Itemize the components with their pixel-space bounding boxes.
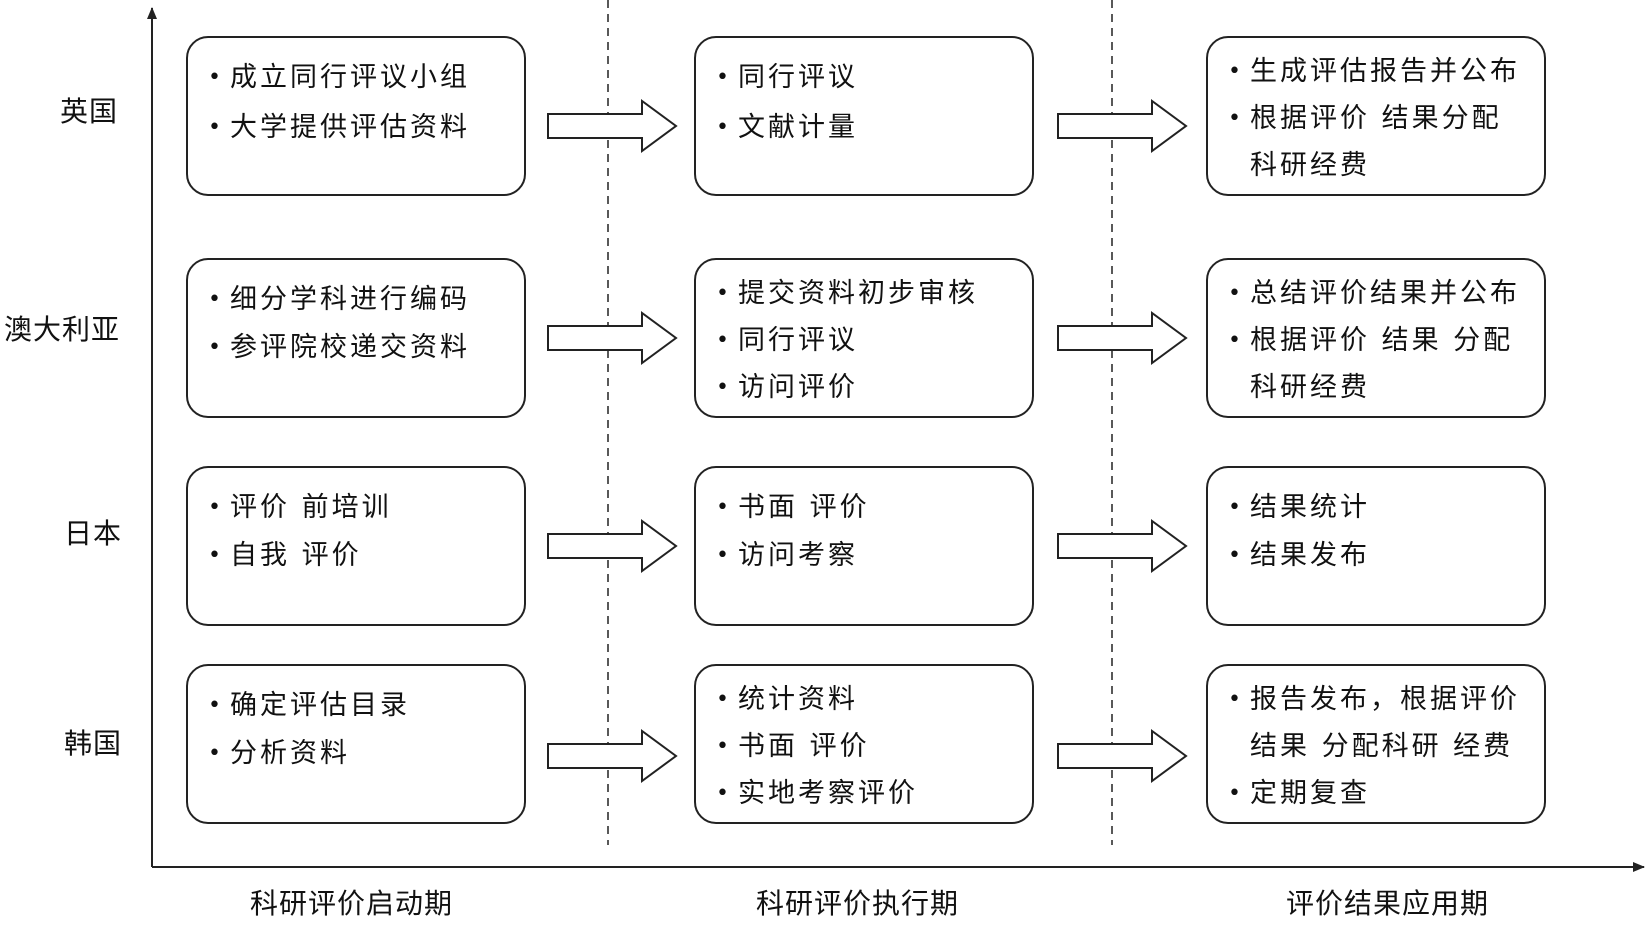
arrow-execute-to-apply — [1057, 311, 1188, 365]
process-box-apply: • 结果统计 • 结果发布 — [1206, 466, 1546, 626]
process-box-start: • 确定评估目录 • 分析资料 — [186, 664, 526, 824]
box-item-text: 生成评估报告并公布 — [1250, 56, 1520, 87]
bullet-icon: • — [208, 115, 221, 140]
country-label-uk: 英国 — [60, 95, 119, 128]
process-box-execute: • 同行评议 • 文献计量 — [694, 36, 1034, 196]
box-item-text: 确定评估目录 — [230, 690, 410, 721]
box-item-text: 细分学科进行编码 — [230, 284, 470, 315]
box-item-text: 结果统计 — [1250, 492, 1370, 523]
bullet-icon: • — [208, 335, 221, 360]
bullet-icon: • — [1228, 59, 1241, 84]
box-item-text: 参评院校递交资料 — [230, 332, 470, 363]
bullet-icon: • — [716, 375, 729, 400]
box-item-text: 根据评价 结果分配 — [1250, 103, 1502, 134]
box-item-text: 书面 评价 — [738, 492, 870, 523]
country-label-korea: 韩国 — [64, 727, 123, 760]
bullet-icon: • — [1228, 328, 1241, 353]
bullet-icon: • — [1228, 543, 1241, 568]
bullet-icon: • — [208, 495, 221, 520]
box-item-text: 分析资料 — [230, 738, 350, 769]
bullet-icon: • — [208, 693, 221, 718]
box-item-text: 自我 评价 — [230, 540, 362, 571]
bullet-icon: • — [716, 734, 729, 759]
arrow-execute-to-apply — [1057, 99, 1188, 153]
bullet-icon: • — [716, 328, 729, 353]
box-item-text: 结果发布 — [1250, 540, 1370, 571]
box-item-text: 提交资料初步审核 — [738, 278, 978, 309]
arrow-execute-to-apply — [1057, 519, 1188, 573]
bullet-icon: • — [716, 495, 729, 520]
box-item-text: 定期复查 — [1250, 778, 1370, 809]
box-item-text: 访问考察 — [738, 540, 858, 571]
box-item-text: 文献计量 — [738, 112, 858, 143]
bullet-icon: • — [716, 781, 729, 806]
box-item-text: 同行评议 — [738, 62, 858, 93]
box-item-text: 结果 分配科研 经费 — [1250, 731, 1514, 762]
bullet-icon: • — [208, 741, 221, 766]
bullet-icon: • — [208, 543, 221, 568]
flow-arrows — [547, 99, 1188, 783]
process-box-start: • 细分学科进行编码 • 参评院校递交资料 — [186, 258, 526, 418]
process-box-apply: • 报告发布，根据评价结果 分配科研 经费 • 定期复查 — [1206, 664, 1546, 824]
arrow-start-to-execute — [547, 729, 678, 783]
box-item-text: 统计资料 — [738, 684, 858, 715]
process-box-start: • 成立同行评议小组 • 大学提供评估资料 — [186, 36, 526, 196]
phase-label-apply: 评价结果应用期 — [1286, 887, 1490, 920]
box-item-text: 访问评价 — [738, 372, 858, 403]
box-item-text: 科研经费 — [1250, 150, 1370, 181]
process-box-execute: • 统计资料 • 书面 评价 • 实地考察评价 — [694, 664, 1034, 824]
bullet-icon: • — [716, 687, 729, 712]
phase-label-execute: 科研评价执行期 — [756, 887, 960, 920]
arrow-start-to-execute — [547, 519, 678, 573]
process-box-apply: • 总结评价结果并公布 • 根据评价 结果 分配科研经费 — [1206, 258, 1546, 418]
bullet-icon: • — [1228, 106, 1241, 131]
box-item-text: 科研经费 — [1250, 372, 1370, 403]
process-box-execute: • 提交资料初步审核 • 同行评议 • 访问评价 — [694, 258, 1034, 418]
arrow-execute-to-apply — [1057, 729, 1188, 783]
bullet-icon: • — [1228, 281, 1241, 306]
country-label-japan: 日本 — [64, 517, 123, 550]
box-item-text: 成立同行评议小组 — [230, 62, 470, 93]
phase-label-start: 科研评价启动期 — [250, 887, 454, 920]
box-item-text: 同行评议 — [738, 325, 858, 356]
box-item-text: 实地考察评价 — [738, 778, 918, 809]
process-box-apply: • 生成评估报告并公布 • 根据评价 结果分配科研经费 — [1206, 36, 1546, 196]
bullet-icon: • — [716, 281, 729, 306]
box-item-text: 书面 评价 — [738, 731, 870, 762]
bullet-icon: • — [208, 287, 221, 312]
box-item-text: 根据评价 结果 分配 — [1250, 325, 1514, 356]
box-item-text: 报告发布，根据评价 — [1250, 684, 1520, 715]
box-item-text: 大学提供评估资料 — [230, 112, 470, 143]
bullet-icon: • — [208, 65, 221, 90]
bullet-icon: • — [716, 543, 729, 568]
process-box-execute: • 书面 评价 • 访问考察 — [694, 466, 1034, 626]
bullet-icon: • — [716, 115, 729, 140]
country-label-australia: 澳大利亚 — [4, 313, 121, 346]
bullet-icon: • — [1228, 687, 1241, 712]
bullet-icon: • — [1228, 495, 1241, 520]
arrow-start-to-execute — [547, 311, 678, 365]
arrow-start-to-execute — [547, 99, 678, 153]
box-item-text: 评价 前培训 — [230, 492, 392, 523]
box-item-text: 总结评价结果并公布 — [1250, 278, 1520, 309]
bullet-icon: • — [716, 65, 729, 90]
process-box-start: • 评价 前培训 • 自我 评价 — [186, 466, 526, 626]
bullet-icon: • — [1228, 781, 1241, 806]
